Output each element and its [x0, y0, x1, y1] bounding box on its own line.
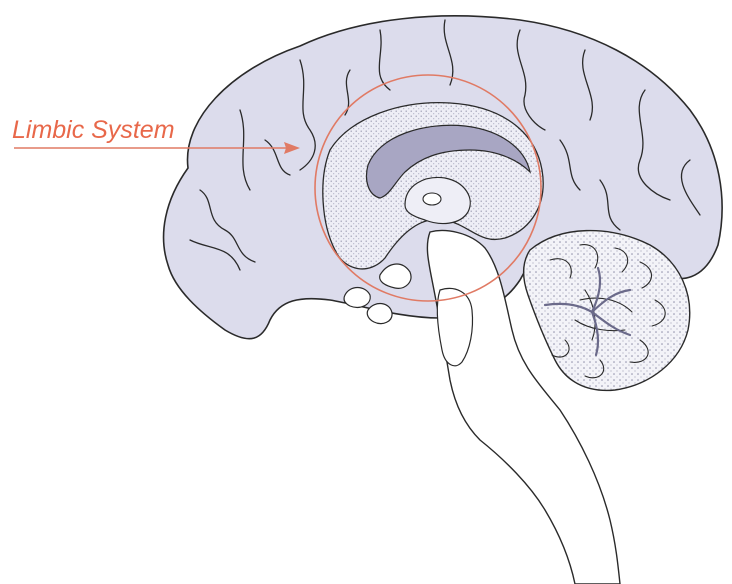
mass-intermedia: [423, 193, 441, 205]
limbic-system-label: Limbic System: [12, 116, 175, 144]
